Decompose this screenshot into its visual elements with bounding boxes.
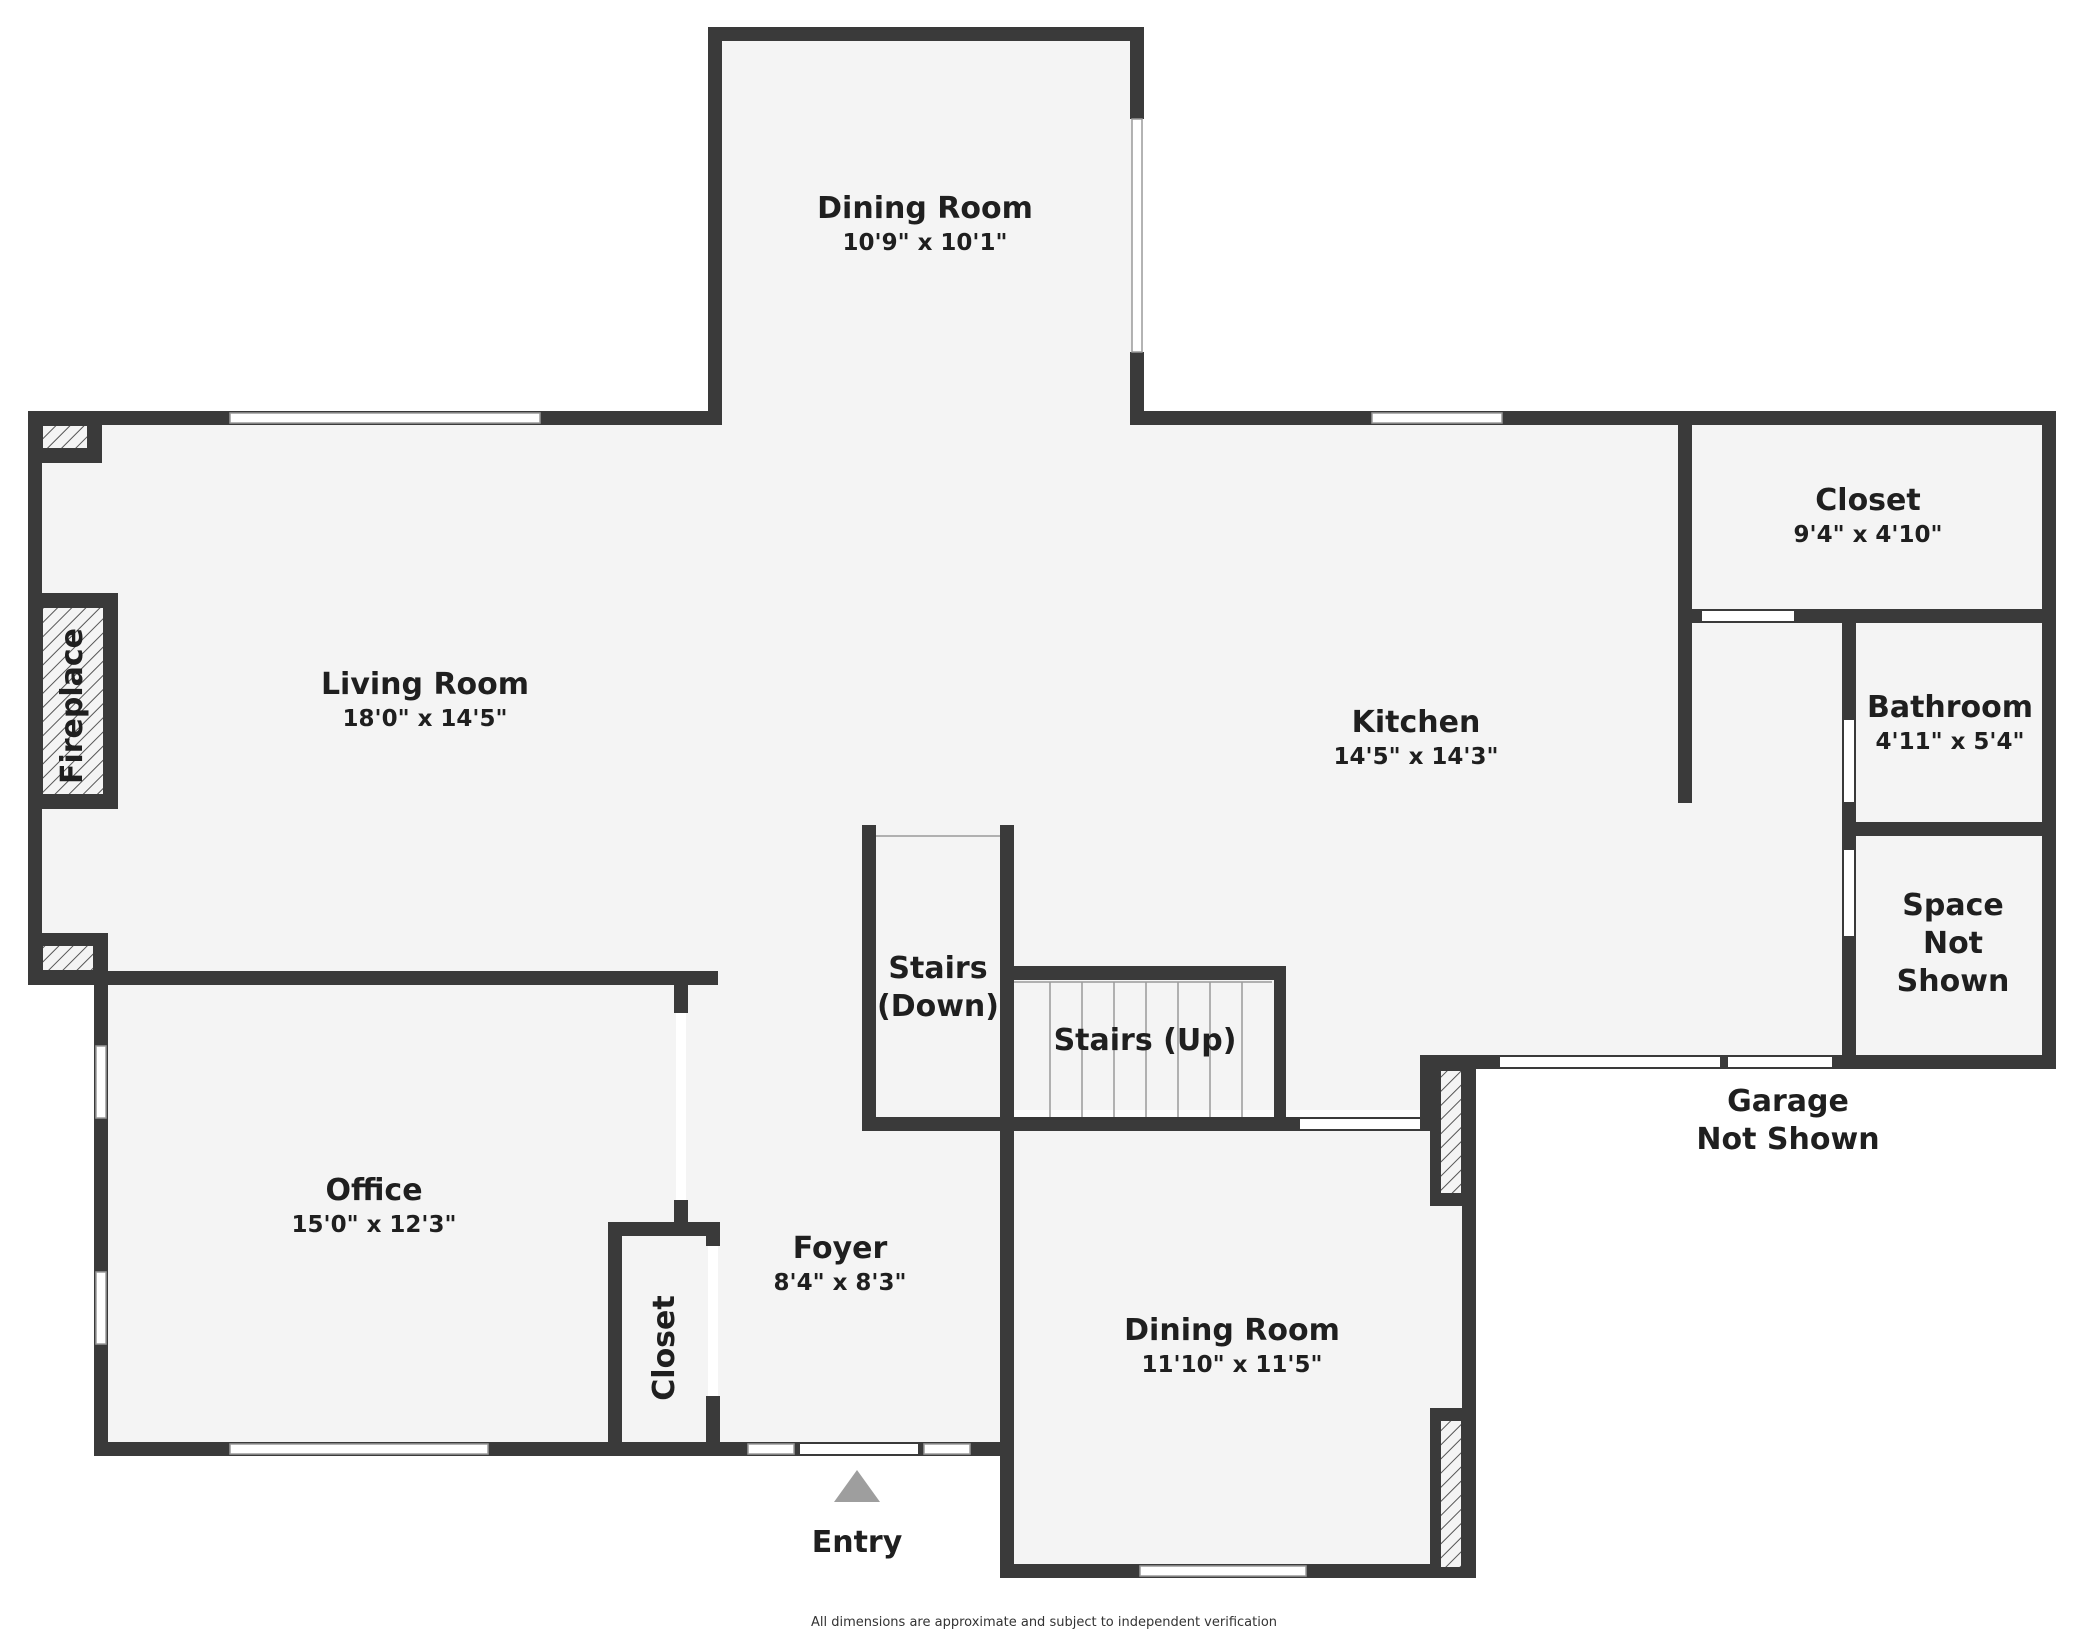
disclaimer: All dimensions are approximate and subje… bbox=[811, 1615, 1277, 1630]
room-dims-living: 18'0" x 14'5" bbox=[343, 706, 508, 732]
openings bbox=[676, 611, 1854, 1454]
room-name-living: Living Room bbox=[321, 667, 529, 702]
room-name-kitchen: Kitchen bbox=[1352, 705, 1481, 740]
stairs-up-steps bbox=[876, 835, 1272, 1117]
garage-not-shown-2: Not Shown bbox=[1696, 1122, 1879, 1157]
room-name-bathroom: Bathroom bbox=[1867, 690, 2033, 725]
stairs-up-label: Stairs (Up) bbox=[1054, 1023, 1237, 1058]
room-dims-bathroom: 4'11" x 5'4" bbox=[1876, 729, 2025, 755]
stairs-down-label-2: (Down) bbox=[877, 989, 999, 1024]
entry-arrow-icon bbox=[834, 1470, 880, 1502]
closet-small-label: Closet bbox=[647, 1295, 682, 1400]
space-not-shown-1: Space bbox=[1902, 888, 2003, 923]
room-dims-dining-top: 10'9" x 10'1" bbox=[843, 230, 1008, 256]
room-name-foyer: Foyer bbox=[793, 1231, 888, 1266]
garage-not-shown-1: Garage bbox=[1727, 1084, 1849, 1119]
room-name-office: Office bbox=[325, 1173, 422, 1208]
room-name-closet-top: Closet bbox=[1815, 483, 1920, 518]
room-dims-closet-top: 9'4" x 4'10" bbox=[1794, 522, 1943, 548]
stairs-down-label-1: Stairs bbox=[888, 951, 987, 986]
floor-areas bbox=[36, 36, 2052, 1570]
fireplace-label: Fireplace bbox=[55, 628, 90, 784]
room-name-dining-top: Dining Room bbox=[817, 191, 1033, 226]
room-name-dining-bottom: Dining Room bbox=[1124, 1313, 1340, 1348]
room-dims-dining-bottom: 11'10" x 11'5" bbox=[1142, 1352, 1323, 1378]
fireplace bbox=[28, 411, 1476, 1578]
room-dims-kitchen: 14'5" x 14'3" bbox=[1334, 744, 1499, 770]
space-not-shown-2: Not bbox=[1923, 926, 1983, 961]
space-not-shown-3: Shown bbox=[1897, 964, 2010, 999]
room-dims-office: 15'0" x 12'3" bbox=[292, 1212, 457, 1238]
room-dims-foyer: 8'4" x 8'3" bbox=[774, 1270, 907, 1296]
entry-label: Entry bbox=[812, 1525, 903, 1560]
windows bbox=[95, 118, 1503, 1577]
